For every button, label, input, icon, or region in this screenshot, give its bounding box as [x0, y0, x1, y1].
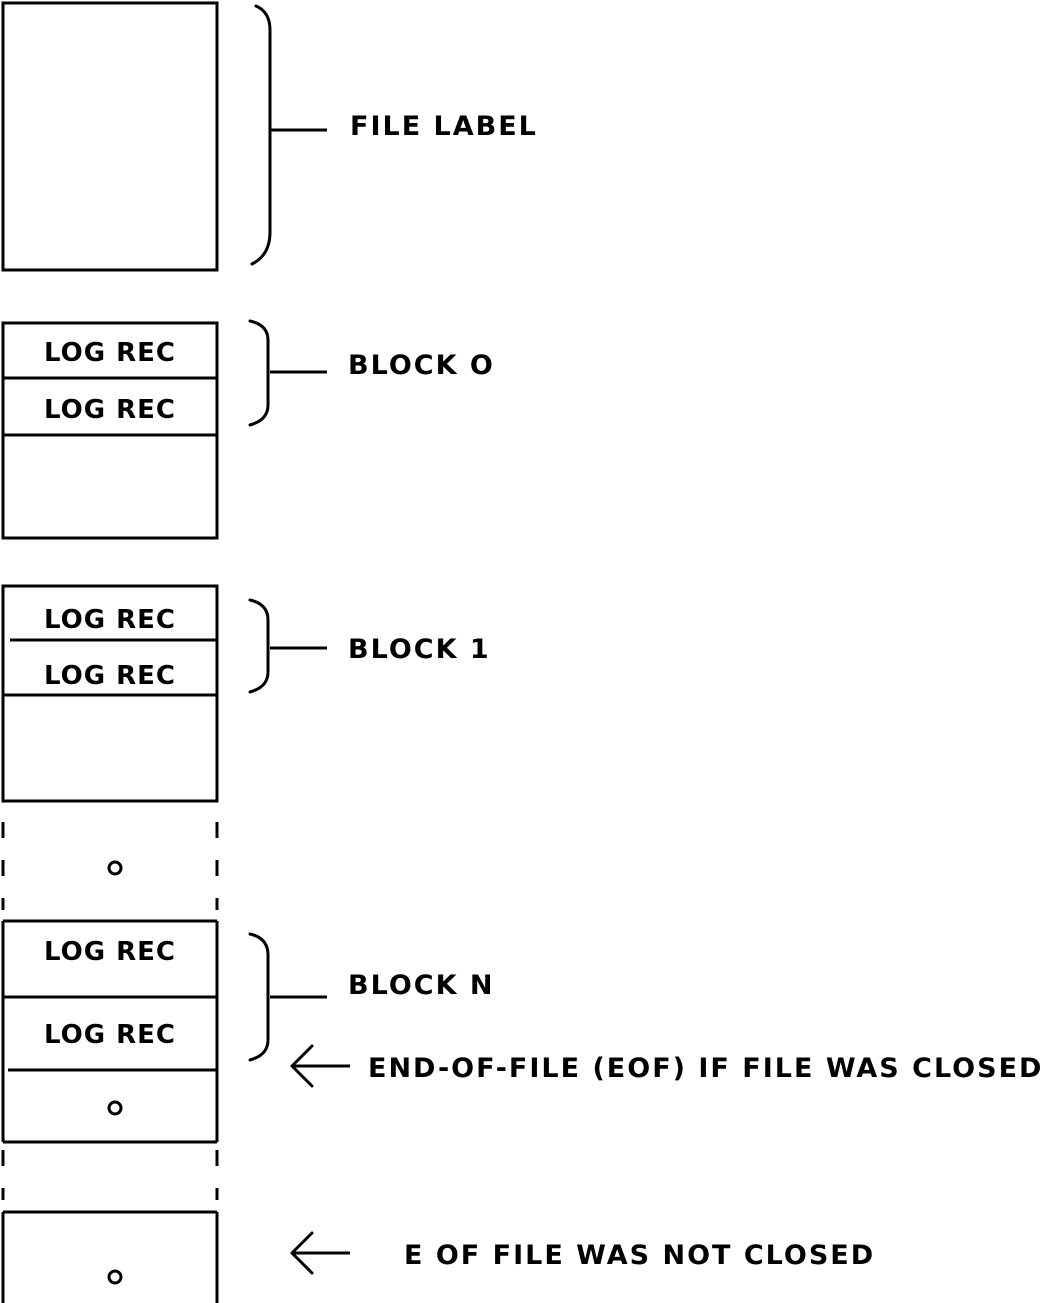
ellipsis-gap: [1, 822, 219, 910]
eof-closed-arrow-icon: [290, 1044, 314, 1088]
continuation-dot: [107, 1100, 123, 1116]
log-record-label: LOG REC: [44, 338, 176, 368]
eof-not-closed-label: E OF FILE WAS NOT CLOSED: [404, 1240, 875, 1271]
final-segment: E OF FILE WAS NOT CLOSED: [1, 1150, 875, 1303]
eof-closed-label: END-OF-FILE (EOF) IF FILE WAS CLOSED: [368, 1053, 1043, 1084]
block-n-label: BLOCK N: [348, 970, 495, 1001]
file-label-box: [1, 1, 219, 272]
block-0-box: [1, 321, 219, 540]
log-record-label: LOG REC: [44, 1020, 176, 1050]
file-label-section: FILE LABEL: [1, 1, 538, 272]
block-0-section: LOG REC LOG REC BLOCK O: [1, 319, 495, 540]
continuation-dot: [107, 1269, 123, 1285]
block-n-section: LOG REC LOG REC BLOCK N END-OF-FILE (EOF…: [1, 919, 1043, 1144]
block-0-label: BLOCK O: [348, 350, 495, 381]
file-label-brace: [250, 4, 272, 266]
continuation-dot: [107, 860, 123, 876]
block-1-section: LOG REC LOG REC BLOCK 1: [1, 584, 491, 803]
log-record-label: LOG REC: [44, 937, 176, 967]
eof-not-closed-arrow-icon: [290, 1231, 314, 1275]
block-0-brace: [248, 319, 270, 427]
block-1-brace: [248, 598, 270, 694]
block-n-brace: [248, 932, 270, 1062]
log-record-label: LOG REC: [44, 395, 176, 425]
file-label-text: FILE LABEL: [350, 111, 538, 142]
block-1-label: BLOCK 1: [348, 634, 491, 665]
log-record-label: LOG REC: [44, 661, 176, 691]
log-record-label: LOG REC: [44, 605, 176, 635]
